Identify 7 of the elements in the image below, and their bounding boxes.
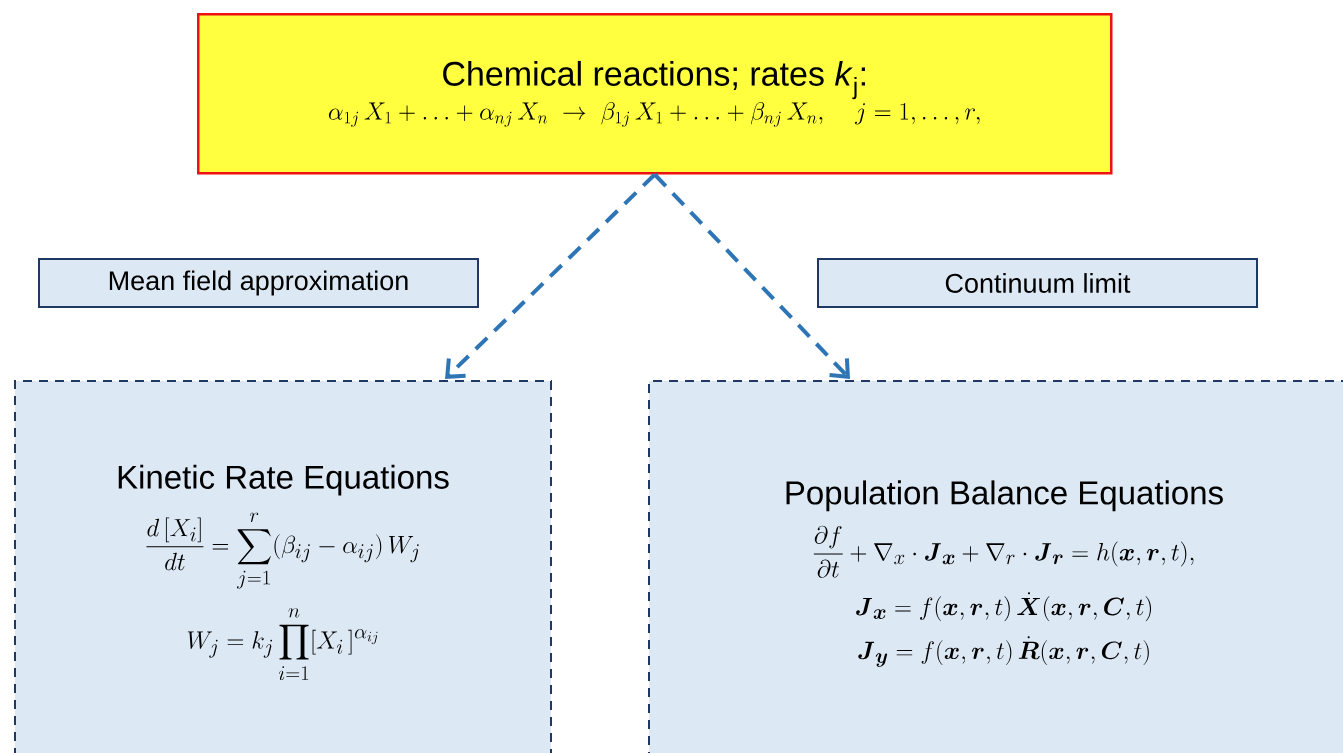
equation-box: Population Balance Equations $\frac{\partial f}{\partial t} + \nabla_x \cdot \boldsymbol{J}_{\boldsymbol{x}} + \nabla_r \cdot \boldsymbol{J}_{\boldsymbol{r}} = h(\boldsymbol{x},\boldsymbol{r},t),$ $\boldsymbol{J}_{\boldsymbol{x}} = f(\boldsymbol{x},\boldsymbol{r},t)\, \dot{\boldsymbol{X}}(\boldsymbol{x},\boldsymbol{r},\boldsymbol{C},t)$ $\boldsymbol{J}_{\boldsymbol{y}} = f(\boldsymbol{x},\boldsymbol{r},t)\, \dot{\boldsymbol{R}}(\boldsymbol{x},\boldsymbol{r},\boldsymbol{C},t)$ — [648, 380, 1343, 753]
arrow — [445, 173, 657, 379]
method-label-box: Mean field approximation — [38, 258, 479, 308]
arrow — [653, 173, 850, 379]
reaction-box: Chemical reactions; rates k$_{j}$: $\alpha_{1j}\, X_1 + \ldots + \alpha_{nj}\, X_n \;\to\; \beta_{1j}\, X_1 + \ldots + \beta_{nj}\, X_n, \quad j=1,\ldots,r,$ — [197, 13, 1113, 175]
equation-box: Kinetic Rate Equations $\frac{d\,[X_i]}{dt} = \sum_{j=1}^{r} (\beta_{ij} - \alpha_{ij})\, W_j$ $W_j = k_j \prod_{i=1}^{n} [X_i\,]^{\alpha_{ij}}$ — [14, 380, 552, 753]
method-label-box: Continuum limit — [817, 258, 1258, 308]
